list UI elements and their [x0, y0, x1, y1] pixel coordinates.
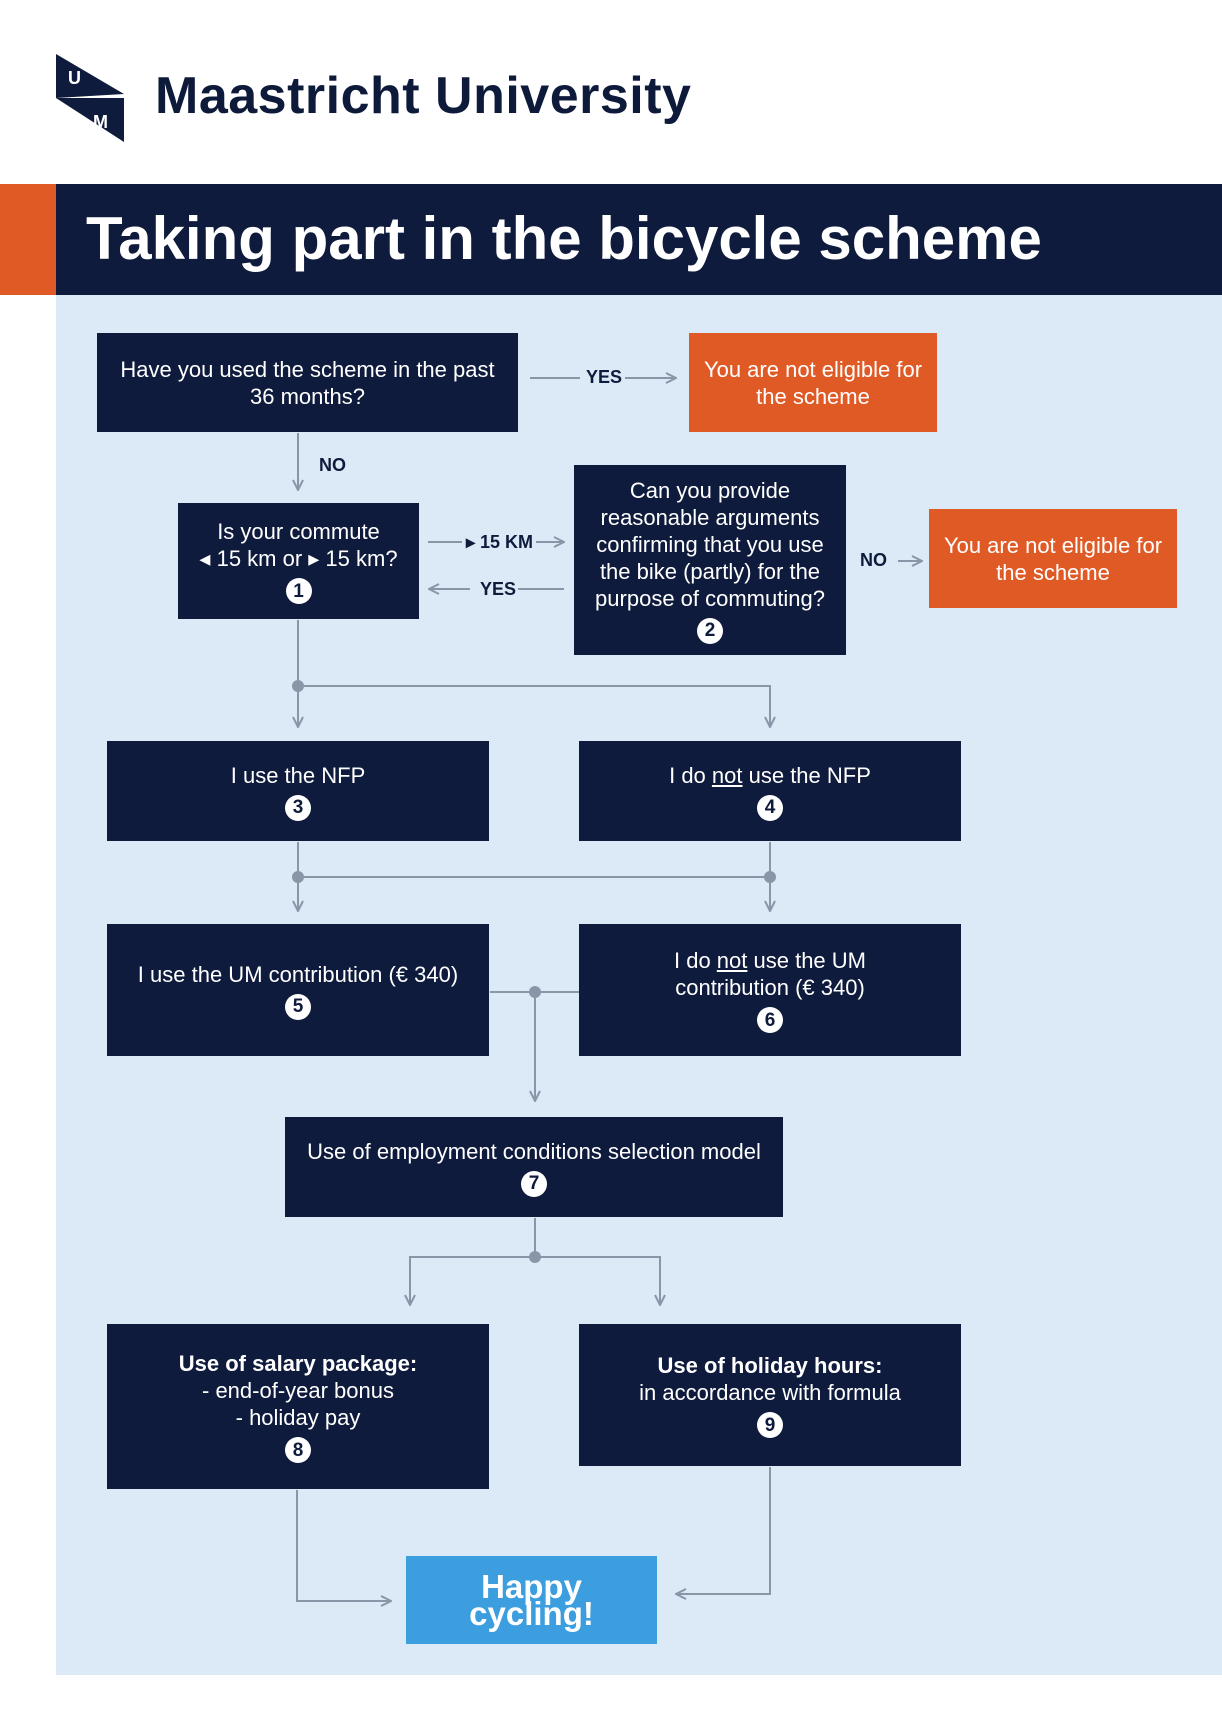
not-eligible-text-2: You are not eligible for the scheme [943, 532, 1163, 585]
question-past-use-box: Have you used the scheme in the past 36 … [97, 333, 518, 432]
label-yes-past: YES [586, 367, 623, 387]
holiday-hours-text: in accordance with formula [639, 1380, 901, 1405]
label-no-past: NO [319, 455, 346, 475]
commute-question-line2: ◂ 15 km or ▸ 15 km? [199, 546, 398, 571]
step-number-8: 8 [285, 1437, 311, 1463]
nfp-no-box: I do not use the NFP 4 [579, 741, 961, 841]
junction-dot [764, 871, 776, 883]
commute-question-box: Is your commute ◂ 15 km or ▸ 15 km? 1 [178, 503, 419, 619]
label-no-arguments: NO [860, 550, 887, 570]
label-over-15km: ▸ 15 KM [466, 532, 534, 552]
nfp-yes-text: I use the NFP [230, 762, 366, 788]
nfp-no-text: I do not use the NFP [669, 762, 871, 788]
title-accent-bar [0, 184, 56, 295]
arguments-question-text: Can you provide reasonable arguments con… [595, 477, 825, 611]
connector-arrow [296, 1490, 391, 1601]
salary-item-bonus: - end-of-year bonus [202, 1378, 394, 1403]
junction-dot [529, 1251, 541, 1263]
not-eligible-box-1: You are not eligible for the scheme [689, 333, 937, 432]
um-contribution-no-box: I do not use the UM contribution (€ 340)… [579, 924, 961, 1056]
commute-question-line1: Is your commute [217, 519, 380, 544]
junction-dot [292, 871, 304, 883]
step-number-5: 5 [285, 993, 311, 1020]
arguments-question-box: Can you provide reasonable arguments con… [574, 465, 846, 655]
step-number-1: 1 [285, 578, 312, 604]
holiday-hours-heading: Use of holiday hours: [657, 1353, 883, 1378]
step-number-9: 9 [757, 1412, 783, 1438]
not-eligible-text-1: You are not eligible for the scheme [703, 356, 923, 409]
step-number-4: 4 [757, 794, 783, 821]
selection-model-text: Use of employment conditions selection m… [307, 1138, 761, 1164]
connector-line [409, 1256, 661, 1305]
salary-package-heading: Use of salary package: [178, 1351, 418, 1376]
logo-letter-u: U [68, 68, 81, 88]
question-past-use-text: Have you used the scheme in the past 36 … [120, 356, 495, 409]
nfp-yes-box: I use the NFP 3 [107, 741, 489, 841]
step-number-6: 6 [757, 1007, 783, 1033]
happy-cycling-box: Happy cycling! [406, 1556, 657, 1644]
um-contribution-yes-text: I use the UM contribution (€ 340) [137, 961, 459, 987]
logo-letter-m: M [93, 112, 108, 132]
title-bar [56, 184, 1222, 295]
connector-arrow [298, 685, 770, 727]
step-number-3: 3 [285, 794, 311, 821]
connector-arrow [676, 1467, 771, 1594]
holiday-hours-box: Use of holiday hours: in accordance with… [579, 1324, 961, 1466]
page-title: Taking part in the bicycle scheme [86, 205, 1042, 272]
happy-cycling-text: Happy cycling! [469, 1568, 594, 1632]
not-eligible-box-2: You are not eligible for the scheme [929, 509, 1177, 608]
selection-model-box: Use of employment conditions selection m… [285, 1117, 783, 1217]
junction-dot [529, 986, 541, 998]
label-yes-arguments: YES [480, 579, 517, 599]
university-name: Maastricht University [155, 67, 692, 125]
junction-dot [292, 680, 304, 692]
salary-item-holiday-pay: - holiday pay [235, 1405, 361, 1430]
um-contribution-no-text: I do not use the UM contribution (€ 340) [673, 948, 866, 1000]
um-contribution-yes-box: I use the UM contribution (€ 340) 5 [107, 924, 489, 1056]
step-number-7: 7 [521, 1170, 547, 1197]
step-number-2: 2 [697, 617, 723, 644]
salary-package-box: Use of salary package: - end-of-year bon… [107, 1324, 489, 1489]
um-logo-icon: U M [56, 54, 124, 142]
